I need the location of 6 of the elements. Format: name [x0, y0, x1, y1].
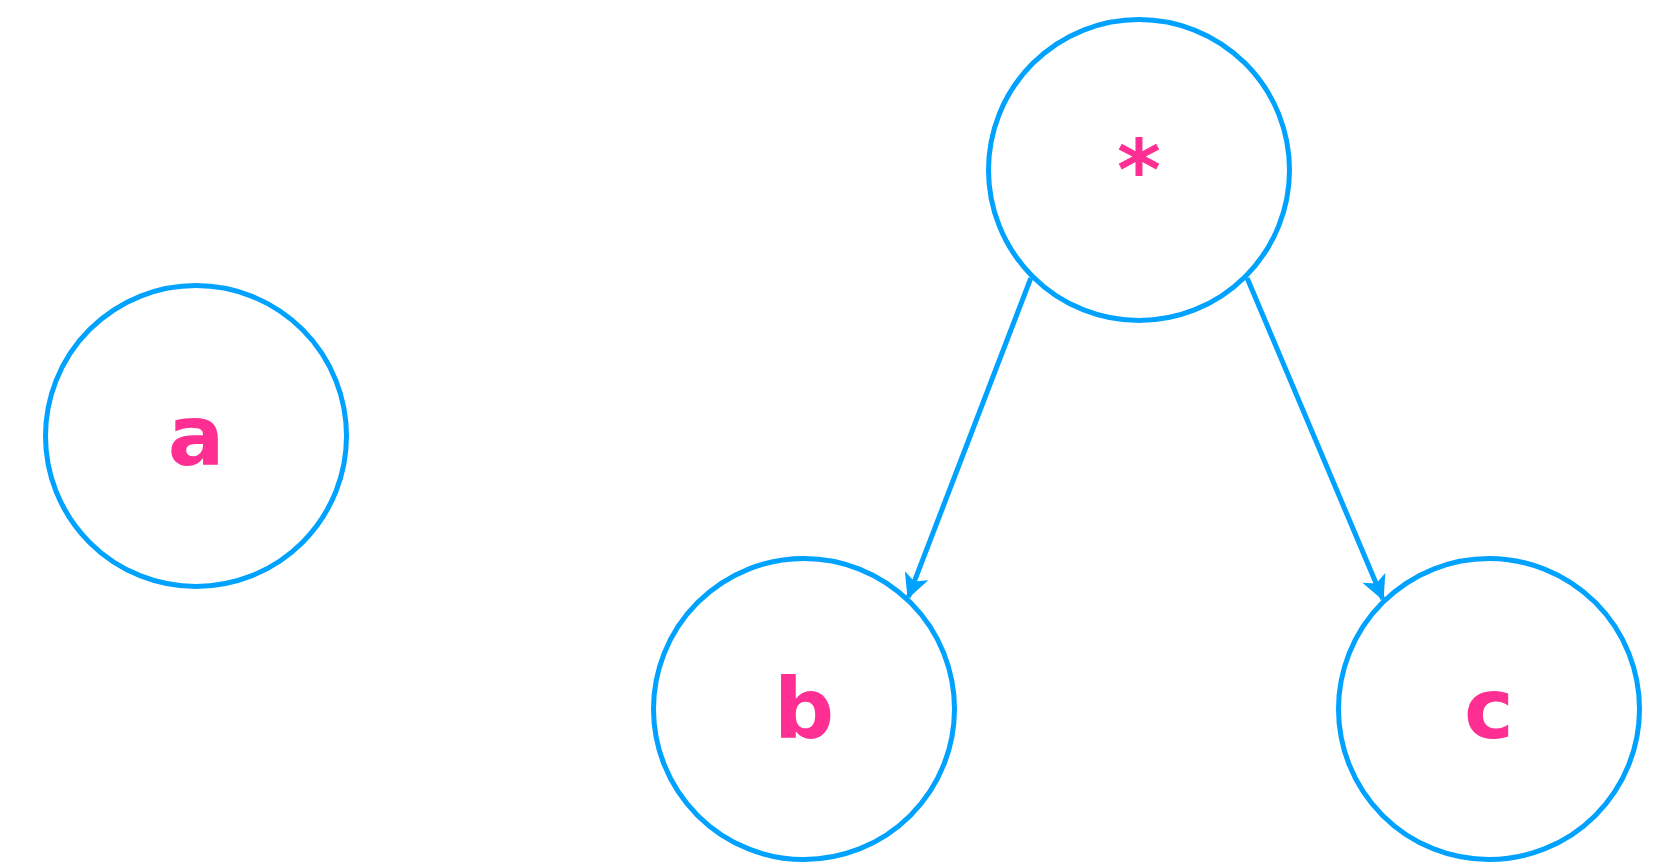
node-label: b [773, 667, 835, 751]
node-label: a [167, 394, 225, 478]
arrow [1244, 277, 1386, 601]
arrow [904, 277, 1034, 600]
node-label: c [1464, 667, 1514, 751]
node-label: * [1117, 128, 1161, 212]
